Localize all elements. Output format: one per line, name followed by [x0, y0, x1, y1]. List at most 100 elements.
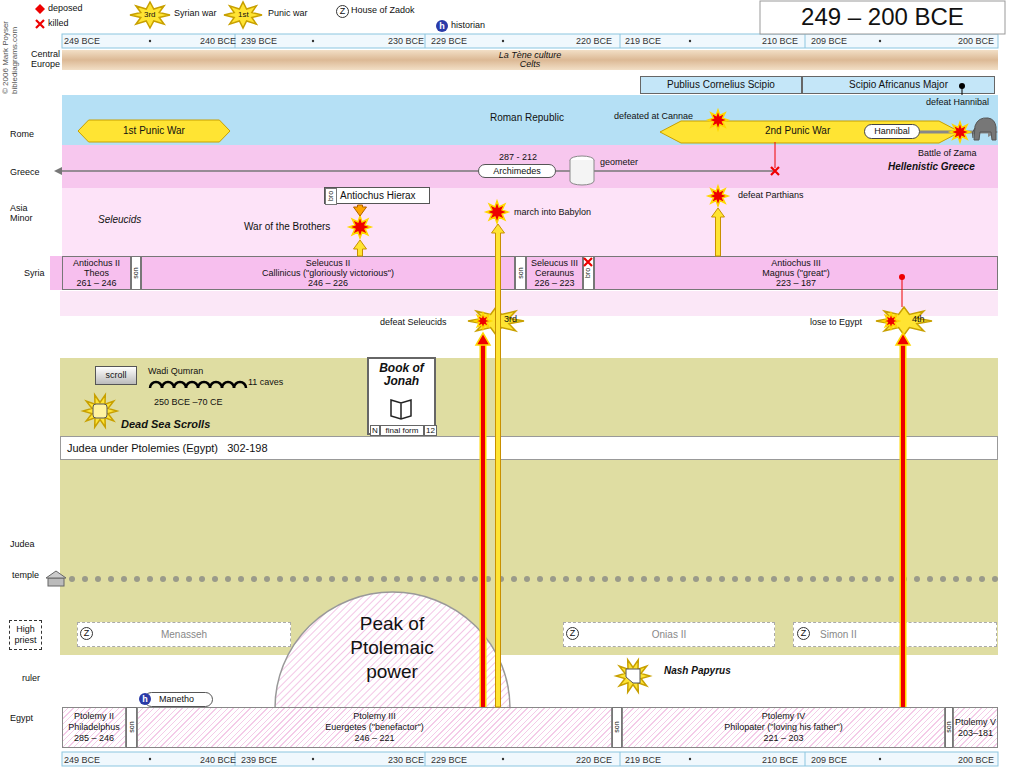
row-label: Central Europe: [24, 49, 60, 69]
year-label: 220 BCE: [576, 755, 612, 765]
temple-icon: [48, 578, 64, 586]
row-label: Judea: [10, 539, 35, 549]
temple-dot: [706, 576, 712, 582]
node-text: Ptolemy III: [353, 711, 396, 722]
temple-dot: [589, 576, 595, 582]
node-text: 221 – 203: [763, 733, 803, 744]
temple-dot: [160, 576, 166, 582]
event-label: geometer: [600, 157, 638, 167]
node-text: 287 - 212: [469, 152, 567, 162]
node-text: Celts: [520, 60, 541, 69]
node-text: Simon II: [820, 629, 857, 641]
war-star-outline: [876, 307, 932, 335]
node-text: 4th: [912, 314, 925, 324]
node-text: Book of Jonah: [369, 362, 434, 388]
deposed-symbol: [35, 4, 45, 14]
period-band: Judea under Ptolemies (Egypt) 302-198: [60, 436, 998, 460]
event-label: Battle of Zama: [918, 148, 977, 158]
temple-dot: [537, 576, 543, 582]
temple-dot: [69, 576, 75, 582]
row-label: ruler: [22, 673, 40, 683]
temple-dot: [147, 576, 153, 582]
temple-dot: [732, 576, 738, 582]
ruler-divider: [620, 34, 621, 48]
temple-dot: [680, 576, 686, 582]
temple-dot: [446, 576, 452, 582]
event-arrow: [492, 224, 505, 707]
ruler-dot: [312, 758, 314, 760]
temple-dot: [914, 576, 920, 582]
dome-shape: Peak of Ptolemaic power: [275, 592, 510, 708]
row-label: Greece: [10, 167, 40, 177]
person-pill: Manetho: [144, 692, 213, 707]
title-box: [760, 1, 1005, 34]
war-band: 1st Punic War: [78, 120, 230, 142]
ruler-divider: [805, 34, 806, 48]
temple-dot: [303, 576, 309, 582]
temple-dot: [342, 576, 348, 582]
legend-text: Punic war: [268, 8, 308, 18]
reign-cell: Antiochus IITheos261 – 246: [62, 256, 131, 290]
year-label: 229 BCE: [431, 755, 467, 765]
temple-dot: [238, 576, 244, 582]
time-ruler: [62, 34, 998, 48]
node-text: La Tène culture: [499, 51, 562, 60]
culture-band: La Tène cultureCelts: [62, 50, 998, 70]
document-label: Dead Sea Scrolls: [121, 418, 210, 431]
node-text: Antiochus III: [771, 258, 821, 268]
ruler-divider: [425, 34, 426, 48]
event-label: War of the Brothers: [244, 221, 330, 233]
node-text: Magnus ("great"): [762, 268, 829, 278]
temple-dot: [667, 576, 673, 582]
reign-cell: Seleucus IICallinicus ("gloriously victo…: [141, 256, 515, 290]
date-label: 250 BCE –70 CE: [154, 397, 223, 407]
temple-dot: [862, 576, 868, 582]
year-label: 210 BCE: [762, 36, 798, 46]
temple-dot: [771, 576, 777, 582]
website: biblediagrams.com: [10, 27, 19, 94]
temple-dot: [810, 576, 816, 582]
book-box: Book of JonahNfinal form12: [367, 357, 436, 435]
temple-dot: [459, 576, 465, 582]
judea-region: [60, 358, 998, 655]
event-label: defeat Parthians: [738, 190, 804, 200]
row-label: temple: [12, 570, 39, 580]
legend-text: deposed: [48, 3, 83, 13]
papyrus-icon: [626, 669, 640, 683]
node-text: son: [127, 722, 135, 733]
war-star: 4th: [876, 307, 932, 335]
node-text: 285 – 246: [74, 733, 114, 744]
priest-box: Menasseh: [77, 622, 291, 647]
relation-tag: bro: [325, 188, 337, 205]
priest-box: Onias II: [563, 622, 775, 647]
node-text: Hannibal: [874, 126, 910, 136]
temple-dot: [823, 576, 829, 582]
temple-dot: [277, 576, 283, 582]
temple-dot: [693, 576, 699, 582]
row-label: Egypt: [10, 713, 33, 723]
node-text: Ptolemy V: [955, 717, 996, 728]
temple-dot: [290, 576, 296, 582]
year-label: 230 BCE: [388, 36, 424, 46]
temple-dot: [524, 576, 530, 582]
node-text: 246 – 221: [354, 733, 394, 744]
ruler-divider: [805, 752, 806, 766]
temple-dot: [888, 576, 894, 582]
node-text: Menasseh: [161, 629, 207, 641]
temple-dot: [849, 576, 855, 582]
region-band: Seleucids: [62, 188, 998, 256]
temple-dot: [927, 576, 933, 582]
syria-band: [50, 256, 998, 290]
node-text: 246 – 226: [308, 278, 348, 288]
node-text: Seleucus III: [531, 258, 578, 268]
historian-mark: h: [139, 693, 151, 705]
papyrus-icon: [616, 660, 650, 692]
node-text: son: [613, 722, 621, 733]
node-text: Ptolemy II: [74, 711, 114, 722]
cave-arch: [234, 382, 246, 388]
node-text: 226 – 223: [534, 278, 574, 288]
node-text: son: [132, 267, 140, 278]
cave-arch: [222, 382, 234, 388]
temple-dot: [628, 576, 634, 582]
row-box: High priest: [9, 620, 42, 650]
